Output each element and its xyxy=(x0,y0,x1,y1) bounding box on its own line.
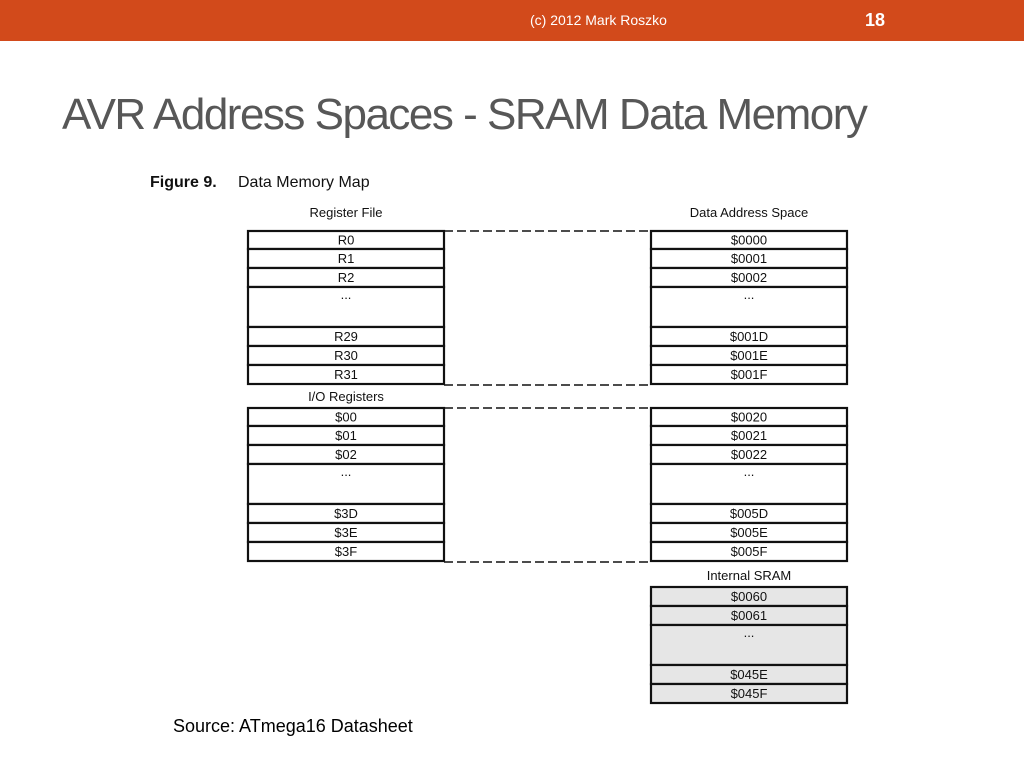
data-address-space-heading: Data Address Space xyxy=(690,205,809,220)
address-label: $005E xyxy=(730,525,768,540)
io-register-label: ... xyxy=(341,464,352,479)
io-registers-heading: I/O Registers xyxy=(308,389,384,404)
address-cell xyxy=(649,363,849,386)
address-label: $001D xyxy=(730,329,768,344)
register-label: R1 xyxy=(338,251,355,266)
source-note: Source: ATmega16 Datasheet xyxy=(173,716,413,736)
io-register-label: $00 xyxy=(335,410,357,425)
sram-address-label: $0061 xyxy=(731,608,767,623)
address-label: ... xyxy=(744,464,755,479)
address-label: ... xyxy=(744,287,755,302)
register-label: R29 xyxy=(334,329,358,344)
address-label: $005D xyxy=(730,506,768,521)
header-bar xyxy=(0,0,1024,41)
internal-sram-heading: Internal SRAM xyxy=(707,568,792,583)
sram-address-label: $045F xyxy=(731,686,768,701)
address-label: $0020 xyxy=(731,410,767,425)
address-label: $005F xyxy=(731,544,768,559)
mapping-dashed-lines xyxy=(444,230,651,563)
io-register-label: $3D xyxy=(334,506,358,521)
slide-title: AVR Address Spaces - SRAM Data Memory xyxy=(62,90,868,139)
sram-address-label: $0060 xyxy=(731,589,767,604)
register-cell xyxy=(246,363,446,386)
register-label: R31 xyxy=(334,367,358,382)
io-register-label: $3F xyxy=(335,544,357,559)
address-cell xyxy=(649,285,849,329)
sram-address-label: ... xyxy=(744,625,755,640)
address-label: $001F xyxy=(731,367,768,382)
address-label: $0002 xyxy=(731,270,767,285)
figure-caption: Data Memory Map xyxy=(238,174,370,191)
sram-address-cell xyxy=(649,623,849,667)
register-label: R2 xyxy=(338,270,355,285)
address-label: $0022 xyxy=(731,447,767,462)
io-register-cell xyxy=(246,462,446,506)
sram-address-label: $045E xyxy=(730,667,768,682)
register-label: ... xyxy=(341,287,352,302)
address-label: $0021 xyxy=(731,428,767,443)
io-register-label: $3E xyxy=(334,525,357,540)
address-label: $0000 xyxy=(731,233,767,248)
register-cell xyxy=(246,285,446,329)
io-register-cell xyxy=(246,540,446,563)
slide-number: 18 xyxy=(865,10,886,30)
figure-number: Figure 9. xyxy=(150,174,217,191)
register-label: R0 xyxy=(338,233,355,248)
register-file-heading: Register File xyxy=(310,205,383,220)
address-label: $001E xyxy=(730,348,768,363)
io-register-label: $01 xyxy=(335,428,357,443)
address-label: $0001 xyxy=(731,251,767,266)
register-label: R30 xyxy=(334,348,358,363)
sram-address-cell xyxy=(649,682,849,705)
io-register-label: $02 xyxy=(335,447,357,462)
copyright-text: (c) 2012 Mark Roszko xyxy=(530,12,667,28)
address-cell xyxy=(649,540,849,563)
